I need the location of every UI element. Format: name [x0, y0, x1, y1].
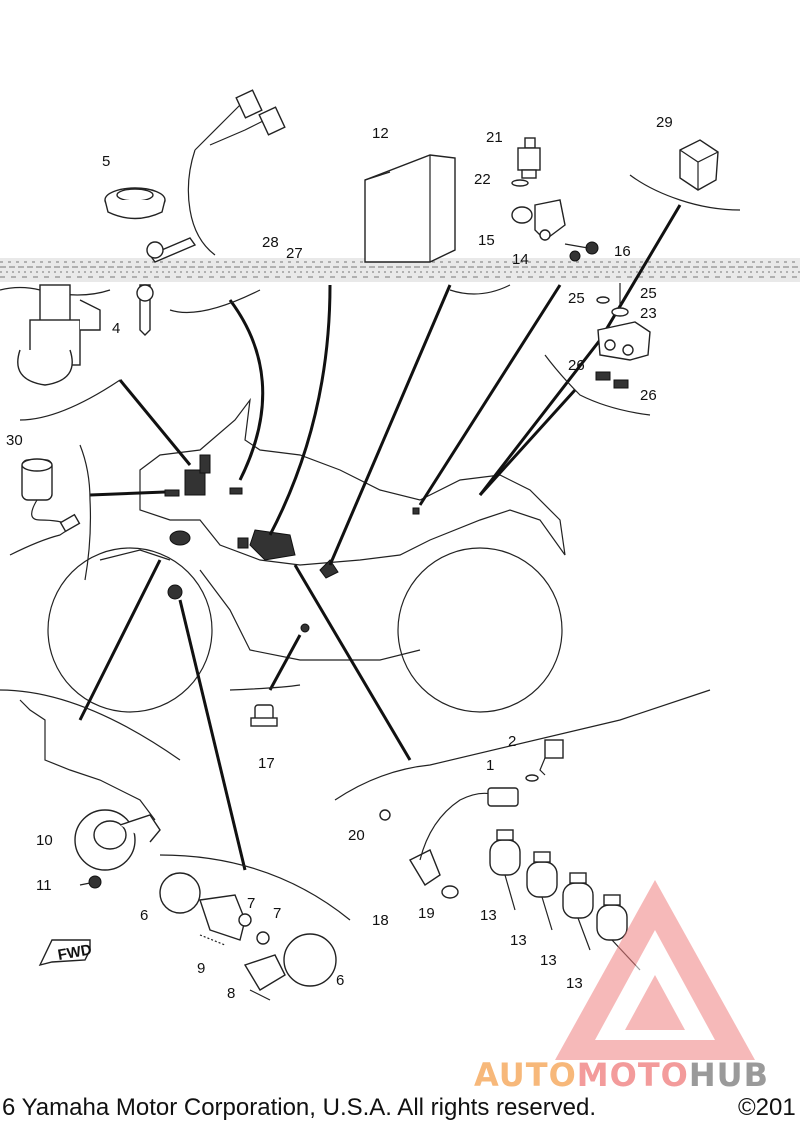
part-bracket-horn	[19, 699, 156, 821]
label-part-15: 15	[478, 232, 495, 249]
watermark-moto: MOTO	[576, 1056, 689, 1094]
part-14-sensor	[534, 199, 566, 241]
part-18-sensor	[409, 787, 519, 886]
label-part-12: 12	[372, 125, 389, 142]
label-part-9: 9	[197, 960, 205, 977]
part-29-relay	[679, 139, 719, 191]
label-part-13-b: 13	[510, 932, 527, 949]
label-part-4: 4	[112, 320, 120, 337]
label-part-7-right: 7	[273, 905, 281, 922]
label-part-7-left: 7	[247, 895, 255, 912]
part-10-horn	[74, 809, 161, 871]
part-wire-harness-top	[187, 89, 286, 256]
part-12-ecu	[364, 154, 456, 263]
part-2-sender	[539, 739, 564, 776]
fwd-label: FWD	[56, 941, 93, 964]
watermark-hub: HUB	[688, 1056, 770, 1094]
label-part-8: 8	[227, 985, 235, 1002]
callout-frames	[0, 174, 741, 921]
label-part-20: 20	[348, 827, 365, 844]
installed-components	[164, 454, 420, 633]
rear-wheel	[397, 547, 563, 713]
label-part-11: 11	[36, 877, 52, 894]
label-part-29: 29	[656, 114, 673, 131]
part-5-ring	[104, 187, 166, 220]
label-part-5: 5	[102, 153, 110, 170]
front-wheel	[47, 547, 213, 713]
label-part-23: 23	[640, 305, 657, 322]
label-part-14: 14	[512, 251, 529, 268]
part-13-injectors	[489, 829, 641, 971]
label-part-25-right: 25	[640, 285, 657, 302]
part-6-plate-right	[283, 933, 337, 987]
watermark-triangle-logo	[555, 880, 755, 1060]
label-part-21: 21	[486, 129, 503, 146]
part-15-oring	[511, 206, 533, 224]
part-17-switch	[250, 704, 278, 727]
copyright-text: 6 Yamaha Motor Corporation, U.S.A. All r…	[2, 1094, 597, 1121]
part-6-plate-left	[159, 872, 201, 914]
label-part-13-a: 13	[480, 907, 497, 924]
watermark-auto: AUTO	[474, 1056, 577, 1094]
label-part-25-left: 25	[568, 290, 585, 307]
motorcycle-outline	[47, 397, 566, 713]
leader-lines	[78, 204, 682, 871]
part-30-socket	[9, 458, 81, 556]
label-part-26-left: 26	[568, 357, 585, 374]
part-25-washers	[596, 283, 629, 317]
fwd-arrow-icon	[38, 939, 91, 967]
part-number-labels: 1 2 4 5 6 6 7 7 8 9 10 11 12 13 13 13 13…	[6, 114, 673, 1002]
label-part-19: 19	[418, 905, 435, 922]
label-part-27: 27	[286, 245, 303, 262]
label-part-22: 22	[474, 171, 491, 188]
label-part-10: 10	[36, 832, 53, 849]
label-part-26-right: 26	[640, 387, 657, 404]
label-part-30: 30	[6, 432, 23, 449]
label-part-13-d: 13	[566, 975, 583, 992]
part-23-bracket	[597, 321, 651, 361]
label-part-6-right: 6	[336, 972, 344, 989]
part-1-gasket	[525, 774, 539, 782]
watermark-logo-text: AUTOMOTOHUB	[474, 1056, 769, 1094]
label-part-17: 17	[258, 755, 275, 772]
part-19-clip	[441, 885, 459, 899]
part-21-sensor	[517, 137, 541, 179]
part-22-washer	[511, 179, 529, 187]
copyright-footer: 6 Yamaha Motor Corporation, U.S.A. All r…	[0, 1094, 800, 1124]
label-part-6-left: 6	[140, 907, 148, 924]
part-26-nuts	[595, 371, 629, 389]
label-part-1: 1	[486, 757, 494, 774]
copyright-year: ©201	[738, 1094, 796, 1121]
label-part-2: 2	[508, 733, 516, 750]
part-bracket-6789	[199, 894, 286, 1001]
label-part-28: 28	[262, 234, 279, 251]
part-keys	[136, 237, 197, 336]
part-20-screw	[379, 809, 391, 821]
part-16-bolts	[564, 241, 599, 262]
label-part-18: 18	[372, 912, 389, 929]
label-part-16: 16	[614, 243, 631, 260]
part-main-switch	[17, 284, 101, 386]
part-11-bolt	[79, 875, 102, 889]
label-part-13-c: 13	[540, 952, 557, 969]
